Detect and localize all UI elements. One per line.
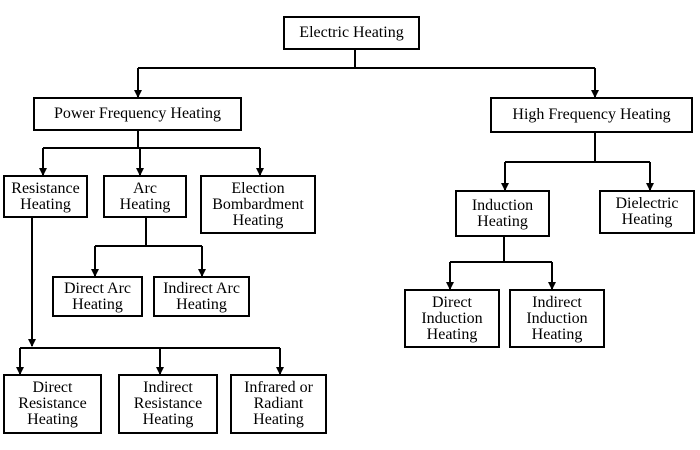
- node-label-line: Dielectric: [615, 195, 679, 212]
- node-label-line: Direct: [32, 379, 73, 396]
- node-power-frequency-heating: Power Frequency Heating: [33, 97, 242, 131]
- node-resistance-heating: Resistance Heating: [3, 175, 88, 218]
- node-label-line: Resistance: [133, 395, 203, 412]
- node-label-line: Resistance: [18, 395, 87, 412]
- node-label-line: Radiant: [253, 395, 304, 412]
- node-label-line: Heating: [119, 195, 171, 213]
- node-label-line: Direct Arc: [63, 279, 132, 297]
- node-label-line: High Frequency Heating: [512, 106, 671, 123]
- node-electric-heating: Electric Heating: [283, 16, 420, 50]
- node-infrared-radiant-heating: Infrared or Radiant Heating: [230, 374, 327, 434]
- node-label-line: Heating: [426, 325, 478, 343]
- node-label-line: Heating: [531, 325, 583, 343]
- node-arc-heating: Arc Heating: [103, 175, 187, 218]
- node-label-line: Power Frequency Heating: [53, 105, 222, 122]
- node-direct-resistance-heating: Direct Resistance Heating: [3, 374, 102, 434]
- node-indirect-resistance-heating: Indirect Resistance Heating: [118, 374, 218, 434]
- node-label-line: Induction: [526, 309, 588, 327]
- node-label-line: Electric Heating: [299, 24, 404, 41]
- node-label-line: Heating: [477, 212, 528, 230]
- node-label-line: Induction: [471, 196, 534, 214]
- node-label-line: Heating: [621, 211, 673, 228]
- node-induction-heating: Induction Heating: [455, 190, 550, 237]
- node-indirect-induction-heating: Indirect Induction Heating: [509, 289, 605, 348]
- node-label-line: Induction: [421, 309, 483, 327]
- node-label-line: Heating: [27, 411, 78, 428]
- node-dielectric-heating: Dielectric Heating: [599, 190, 695, 234]
- node-label-line: Election: [231, 179, 285, 197]
- node-direct-induction-heating: Direct Induction Heating: [404, 289, 500, 348]
- node-label-line: Indirect Arc: [163, 279, 240, 297]
- node-direct-arc-heating: Direct Arc Heating: [52, 276, 143, 317]
- node-label-line: Heating: [232, 211, 284, 229]
- node-label-line: Indirect: [532, 293, 582, 311]
- node-label-line: Heating: [142, 411, 194, 428]
- node-label-line: Heating: [20, 195, 71, 213]
- node-label-line: Infrared or: [244, 379, 313, 396]
- node-label-line: Heating: [176, 295, 227, 313]
- node-label-line: Direct: [432, 293, 472, 311]
- node-high-frequency-heating: High Frequency Heating: [490, 97, 693, 133]
- node-label-line: Heating: [72, 295, 123, 313]
- node-label-line: Bombardment: [212, 195, 304, 213]
- node-label-line: Indirect: [143, 379, 193, 396]
- node-label-line: Resistance: [11, 179, 80, 197]
- node-label-line: Arc: [133, 179, 157, 197]
- node-label-line: Heating: [253, 411, 304, 428]
- node-indirect-arc-heating: Indirect Arc Heating: [153, 276, 250, 317]
- node-election-bombardment-heating: Election Bombardment Heating: [200, 175, 316, 234]
